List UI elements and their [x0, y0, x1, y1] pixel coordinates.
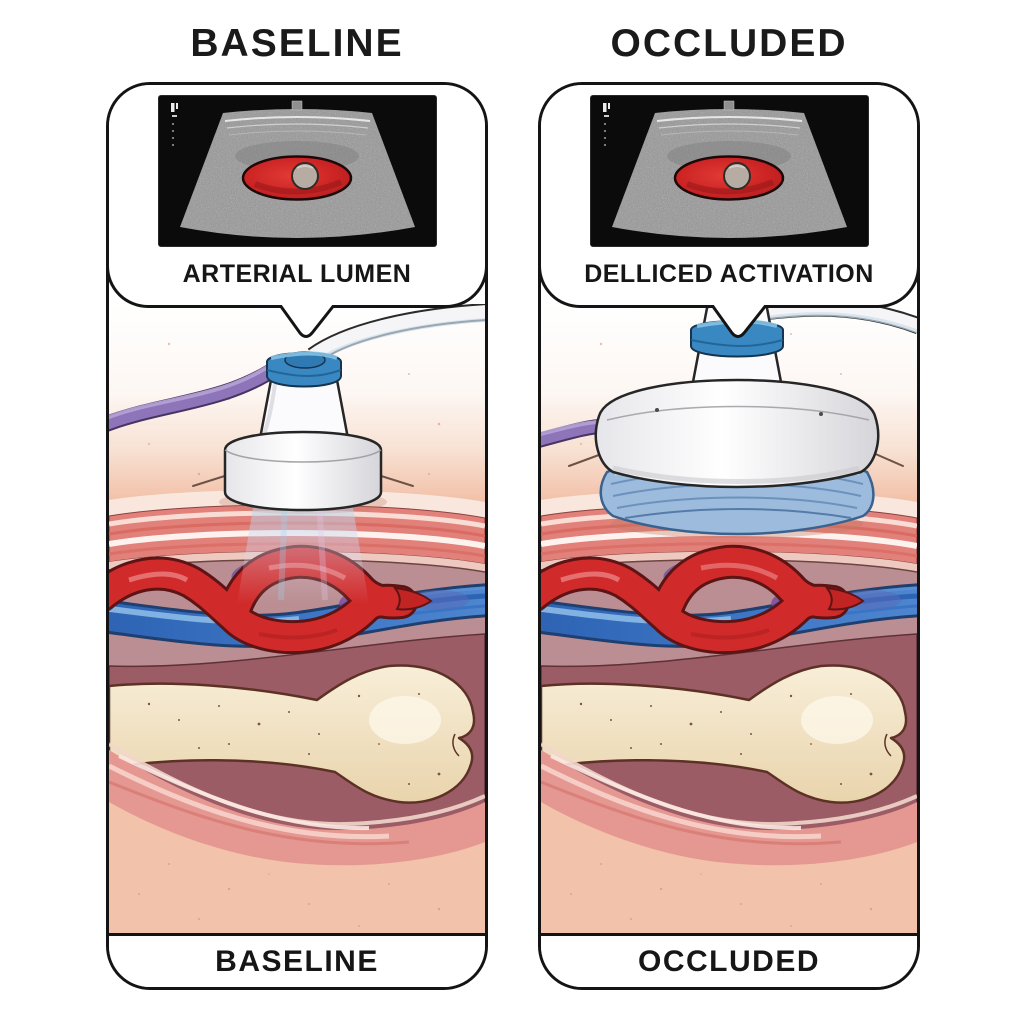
footer-text: OCCLUDED	[638, 944, 820, 978]
footer-label-baseline: BASELINE	[109, 933, 485, 987]
anatomy-illustration-occluded	[541, 304, 917, 933]
anatomy-illustration-baseline	[109, 304, 485, 933]
panel-baseline: ARTERIAL LUMEN BASELINE	[106, 82, 488, 990]
header-baseline: BASELINE	[190, 22, 404, 65]
footer-text: BASELINE	[215, 944, 379, 978]
header-occluded: OCCLUDED	[610, 22, 848, 65]
ultrasound-image	[590, 95, 869, 247]
ultrasound-caption: ARTERIAL LUMEN	[182, 259, 412, 288]
panel-occluded: DELLICED ACTIVATION OCCLUDED	[538, 82, 920, 990]
footer-label-occluded: OCCLUDED	[541, 933, 917, 987]
ultrasound-image	[158, 95, 437, 247]
ultrasound-caption: DELLICED ACTIVATION	[584, 259, 874, 288]
